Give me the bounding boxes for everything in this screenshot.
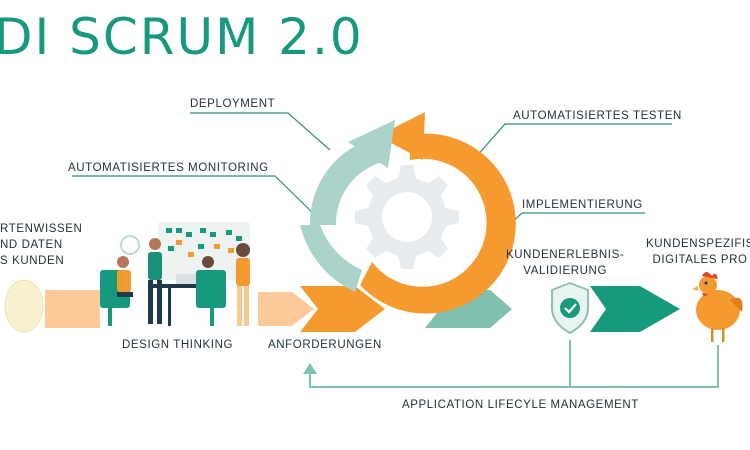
check-shield-icon xyxy=(551,281,589,335)
egg-to-team-arrow xyxy=(45,290,100,328)
implementation-label: IMPLEMENTIERUNG xyxy=(522,199,643,211)
expert-knowledge-line-1: RTENWISSEN xyxy=(0,223,83,235)
teal-cycle-lower xyxy=(300,225,362,292)
teal-cycle-arc xyxy=(309,138,382,225)
alm-label: APPLICATION LIFECYLE MANAGEMENT xyxy=(402,399,639,411)
deployment-callout xyxy=(190,112,331,151)
alm-arrowhead xyxy=(303,363,317,374)
gear-icon xyxy=(355,165,459,269)
customer-digital-product-label: KUNDENSPEZIFIS DIGITALES PRO xyxy=(646,236,750,268)
chicken-icon xyxy=(692,272,743,342)
flow-arrows xyxy=(45,286,680,332)
alm-feedback-line xyxy=(303,340,719,388)
monitoring-callout xyxy=(72,175,319,219)
egg-icon xyxy=(4,279,44,333)
orange-cycle-arrowhead xyxy=(378,112,425,160)
design-thinking-label: DESIGN THINKING xyxy=(122,339,234,351)
validation-line-1: KUNDENERLEBNIS- xyxy=(506,249,625,261)
expert-knowledge-label: RTENWISSEN ND DATEN S KUNDEN xyxy=(0,221,82,269)
teal-cycle-arrowhead xyxy=(348,120,395,168)
requirements-label: ANFORDERUNGEN xyxy=(268,339,382,351)
scrum-cycle xyxy=(300,112,516,314)
expert-knowledge-line-2: ND DATEN xyxy=(0,239,63,251)
expert-knowledge-line-3: S KUNDEN xyxy=(0,255,65,267)
requirements-arrow xyxy=(300,286,385,332)
page-title: DI SCRUM 2.0 xyxy=(0,8,364,66)
deployment-label: DEPLOYMENT xyxy=(190,98,276,110)
product-line-1: KUNDENSPEZIFIS xyxy=(646,238,750,250)
automated-testing-label: AUTOMATISIERTES TESTEN xyxy=(513,110,682,122)
validation-to-product-arrow xyxy=(590,286,680,332)
customer-experience-validation-label: KUNDENERLEBNIS- VALIDIERUNG xyxy=(506,247,624,279)
orange-cycle-arc xyxy=(360,133,516,314)
team-to-requirements-arrow xyxy=(258,292,314,326)
design-thinking-team-illustration xyxy=(100,222,250,326)
testing-callout xyxy=(466,123,672,168)
validation-line-2: VALIDIERUNG xyxy=(523,265,607,277)
product-line-2: DIGITALES PRO xyxy=(652,254,748,266)
automated-monitoring-label: AUTOMATISIERTES MONITORING xyxy=(68,162,269,174)
